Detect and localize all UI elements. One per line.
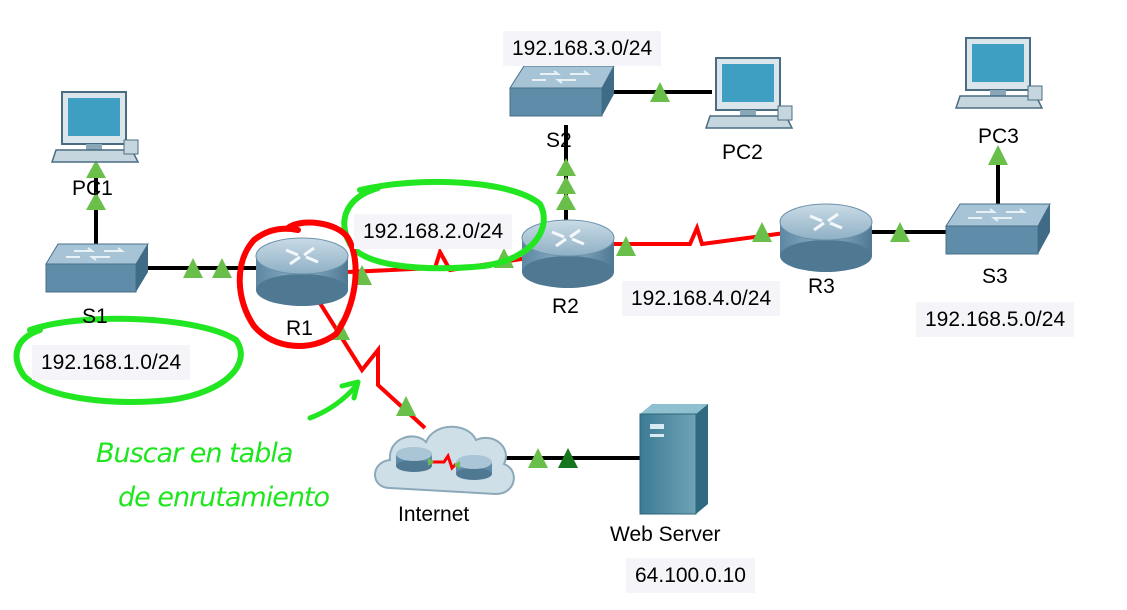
label-r2: R2 [552,295,579,318]
network-label-192-168-4-0: 192.168.4.0/24 [622,281,781,316]
cloud-router-left-icon [396,447,432,472]
label-internet: Internet [398,503,470,526]
highlight-network-192-168-1-0 [13,315,244,405]
switch-s3-icon[interactable] [945,203,1051,255]
router-r3-icon[interactable] [779,203,873,272]
network-label-192-168-5-0: 192.168.5.0/24 [916,302,1075,337]
annotation-line-2: de enrutamiento [118,482,330,513]
pc3-icon[interactable] [954,37,1044,109]
pc1-icon[interactable] [50,91,140,163]
internet-cloud-icon[interactable] [374,425,515,496]
label-r1: R1 [286,317,313,340]
network-label-192-168-3-0: 192.168.3.0/24 [503,31,662,66]
highlight-router-r1 [236,219,359,349]
link-r1-internet-serial [316,298,427,430]
cloud-router-right-icon [456,455,492,480]
pc2-icon[interactable] [704,57,794,129]
router-r2-icon[interactable] [521,219,615,288]
annotation-line-1: Buscar en tabla [96,438,293,469]
network-label-192-168-1-0: 192.168.1.0/24 [32,345,191,380]
server-ip-label: 64.100.0.10 [626,558,755,593]
label-pc3: PC3 [978,125,1019,148]
network-label-192-168-2-0: 192.168.2.0/24 [354,214,513,249]
switch-s2-icon[interactable] [509,65,615,117]
annotation-arrow-icon [307,379,361,421]
label-s3: S3 [982,265,1008,288]
web-server-icon[interactable] [639,404,708,515]
label-web-server: Web Server [610,523,721,546]
label-pc1: PC1 [72,177,113,200]
link-r2-r3-serial [610,222,786,247]
label-s2: S2 [546,129,572,152]
label-pc2: PC2 [722,141,763,164]
label-s1: S1 [82,305,108,328]
switch-s1-icon[interactable] [45,243,149,293]
router-r1-icon[interactable] [255,237,349,306]
label-r3: R3 [808,275,835,298]
